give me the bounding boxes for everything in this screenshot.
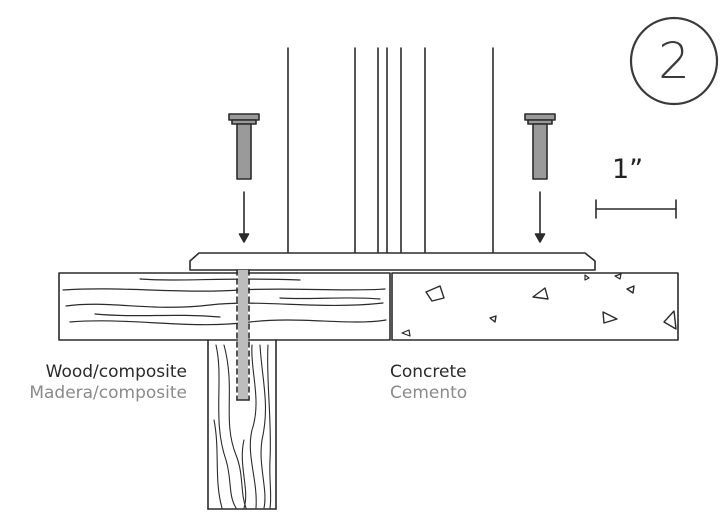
wood-label-spanish: Madera/composite bbox=[29, 383, 187, 403]
bolt-icon bbox=[524, 113, 556, 180]
step-number: 2 bbox=[658, 32, 690, 90]
wood-label-english: Wood/composite bbox=[45, 362, 187, 382]
arrow-down-icon bbox=[534, 191, 546, 243]
scale-label: 1” bbox=[612, 154, 644, 185]
bolt-icon bbox=[228, 113, 260, 180]
bolt-installed bbox=[236, 269, 250, 401]
scale-bar-icon bbox=[595, 199, 677, 219]
wood-joist bbox=[207, 339, 277, 510]
concrete-label-english: Concrete bbox=[390, 362, 467, 382]
concrete-slab bbox=[391, 272, 679, 341]
step-badge-icon bbox=[629, 16, 719, 106]
wood-deck-board bbox=[58, 272, 391, 341]
base-plate bbox=[189, 252, 596, 271]
concrete-label-spanish: Cemento bbox=[390, 383, 468, 403]
post bbox=[287, 47, 494, 253]
concrete-label-group: Concrete Cemento bbox=[390, 362, 467, 404]
wood-label-group: Wood/composite Madera/composite bbox=[0, 362, 187, 404]
arrow-down-icon bbox=[238, 191, 250, 243]
